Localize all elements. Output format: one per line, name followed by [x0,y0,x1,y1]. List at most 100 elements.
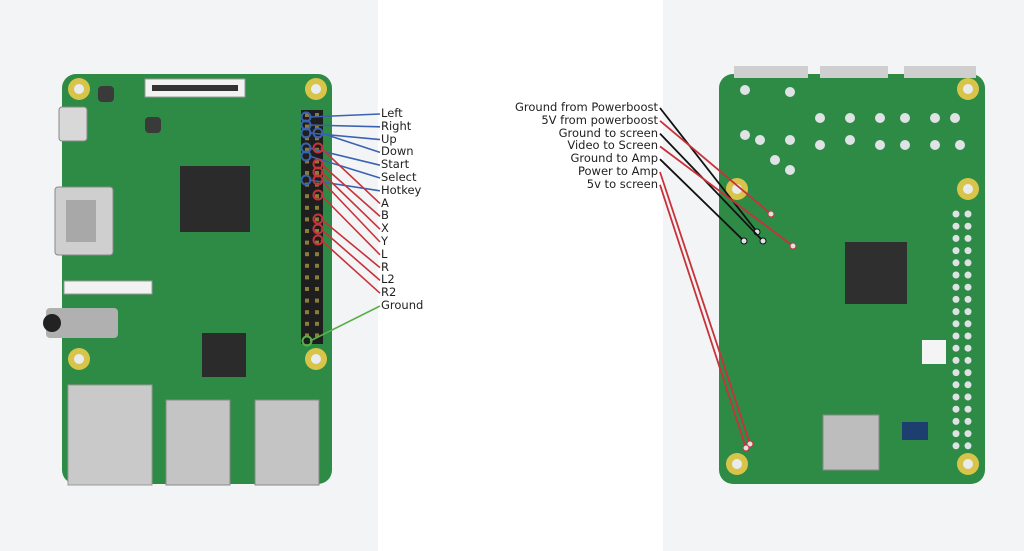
gpio-pin [315,124,319,129]
test-pad [845,113,855,123]
gpio-pin [305,240,309,245]
back-gpio-pad [952,332,960,340]
gpio-wire [308,132,381,141]
power-wire-pad [742,444,750,452]
gpio-pin [315,171,319,175]
gpio-wire-ring [312,234,324,246]
front-board-pcb [62,74,332,484]
audio-jack [46,308,118,338]
gpio-wire [309,305,381,342]
test-pad [930,140,940,150]
back-mounting-hole-center-1 [963,184,973,194]
gpio-pin [315,205,319,210]
back-gpio-pad [964,442,972,450]
back-gpio-pad [952,405,960,413]
back-gpio-pad [964,356,972,364]
back-mounting-hole-center-2 [732,459,742,469]
back-mounting-hole-center-4 [963,84,973,94]
gpio-pin [305,147,309,152]
gpio-pin [305,263,309,268]
gpio-pin [315,217,319,222]
back-gpio-pad [964,417,972,425]
power-wire [659,171,751,445]
gpio-pin [315,287,319,291]
power-wire [659,132,764,242]
back-gpio-pad [952,234,960,242]
power-wire-pad [759,237,767,245]
camera-connector [63,280,153,295]
power-label-0: Ground from Powerboost [514,100,658,114]
gpio-pin [305,333,309,338]
gpio-header [301,110,323,344]
back-gpio-pad [952,295,960,303]
gpio-pin [315,298,319,303]
wifi-chip [902,422,928,440]
back-gpio-pad [964,332,972,340]
back-gpio-pad [964,393,972,401]
gpio-label-b: B [381,208,389,223]
power-label-3: Video to Screen [567,138,658,153]
gpio-pin [305,298,309,303]
power-label-4: Ground to Amp [570,151,658,166]
back-gpio-pad [952,356,960,364]
gpio-wire-ring [312,142,324,154]
mounting-hole-center-0 [74,84,84,94]
gpio-pin [305,171,309,175]
gpio-pin [305,194,309,199]
test-pad [900,113,910,123]
gpio-wire [320,218,381,269]
back-gpio-pad [964,210,972,218]
back-gpio-pad [952,210,960,218]
gpio-wire [320,147,381,205]
power-wire [659,145,794,247]
gpio-wire [308,124,381,128]
gpio-wire [320,132,381,154]
back-gpio-pad [964,344,972,352]
gpio-pin [305,113,309,117]
gpio-label-l: L [381,246,388,261]
gpio-wire [320,163,381,217]
gpio-label-y: Y [381,234,389,248]
back-gpio-pad [952,442,960,450]
back-gpio-pad [964,247,972,255]
gpio-label-hotkey: Hotkey [381,182,422,197]
test-pad [815,140,825,150]
test-pad [875,140,885,150]
power-wire-pad [789,242,797,250]
back-gpio-pad [952,381,960,389]
gpio-wire [320,194,381,256]
gpio-label-down: Down [381,144,414,159]
gpio-wire [320,228,381,282]
power-wire-pad [767,210,775,218]
power-wire-pad [746,440,754,448]
back-gpio-pad [952,222,960,230]
gpio-pin [315,240,319,245]
back-gpio-pad [964,381,972,389]
gpio-wire [308,113,381,118]
gpio-label-a: A [381,195,389,210]
back-gpio-pad [952,271,960,279]
gpio-pin [305,229,309,233]
back-gpio-pad [964,430,972,438]
gpio-label-l2: L2 [381,272,395,287]
back-ethernet-edge [734,66,808,78]
ram-chip [845,242,907,304]
qr-label [922,340,946,364]
power-micro-usb [58,106,88,142]
power-label-6: 5v to screen [586,176,658,191]
gpio-pin [315,113,319,117]
mounting-hole-center-1 [311,84,321,94]
audio-jack-hole [43,314,61,332]
mounting-hole-center-3 [311,354,321,364]
gpio-pin [305,252,309,257]
gpio-label-x: X [381,221,389,236]
gpio-label-ground: Ground [381,298,424,312]
test-pad [845,135,855,145]
micro-sd-slot [822,414,880,471]
back-gpio-pad [952,417,960,425]
hdmi-port-inner [66,200,96,242]
gpio-label-right: Right [381,118,412,133]
back-gpio-pad [964,405,972,413]
back-gpio-pad [952,247,960,255]
